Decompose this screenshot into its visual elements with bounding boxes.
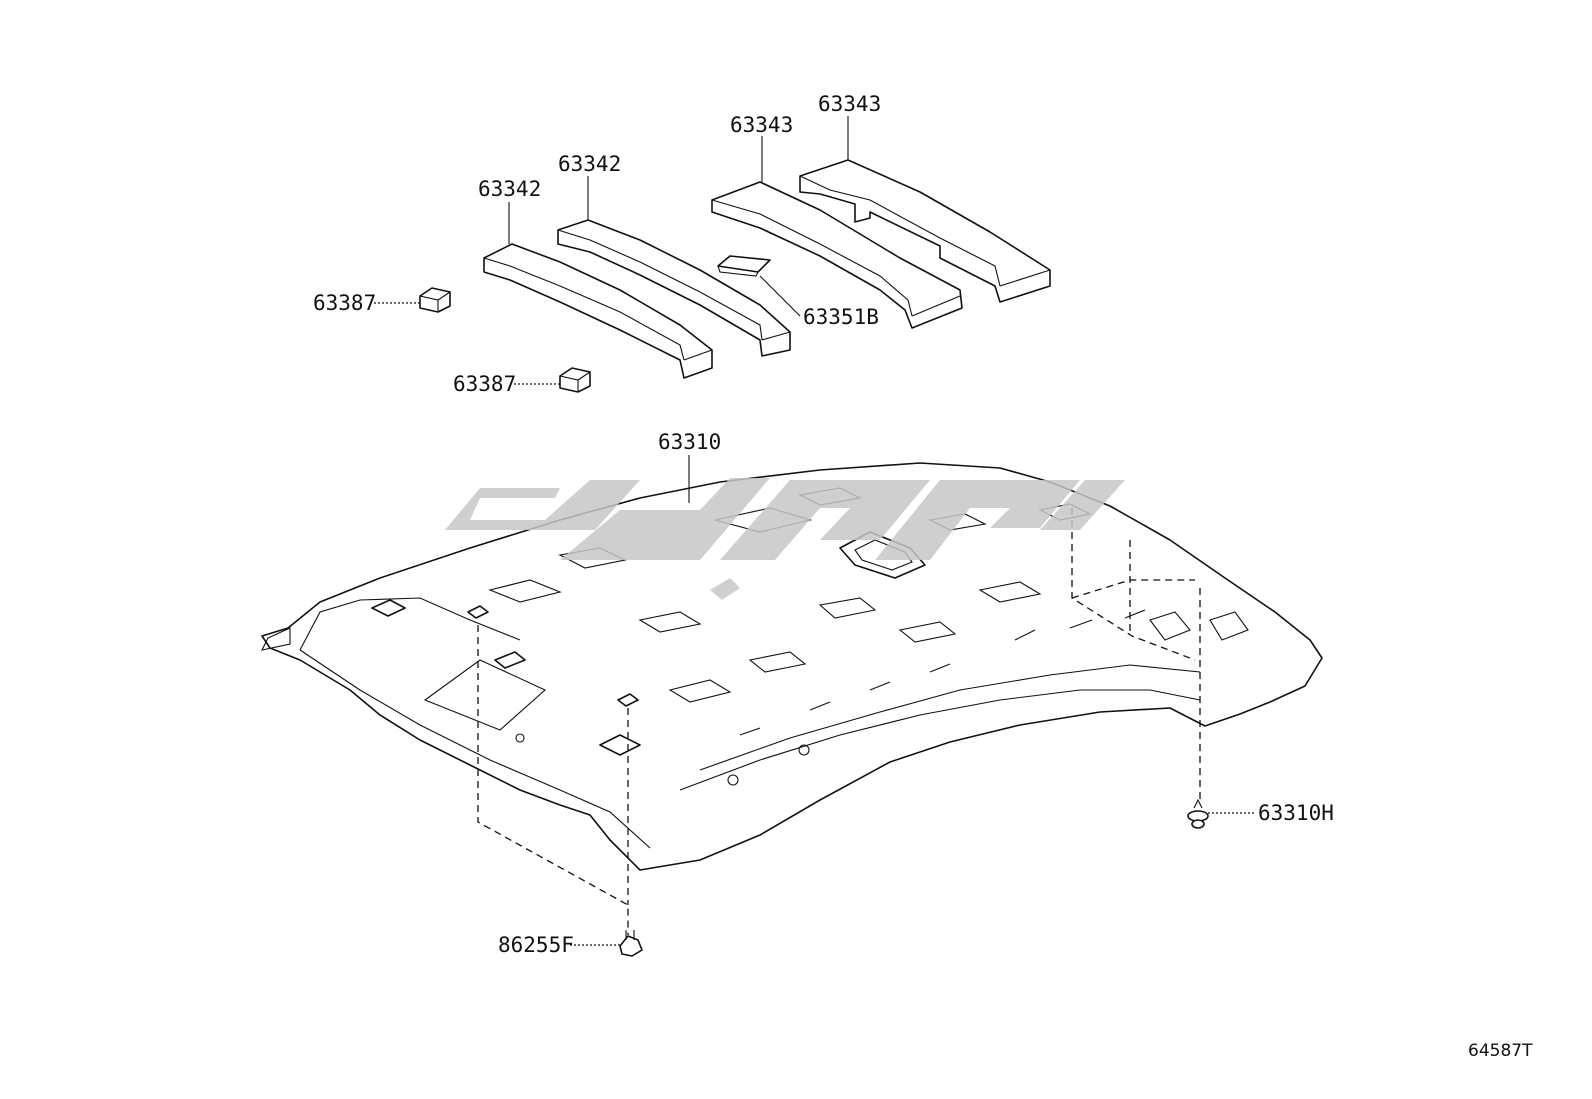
callout-63351B: 63351B xyxy=(803,305,879,329)
clip-86255F xyxy=(619,930,643,957)
pad-63343-right xyxy=(799,159,1051,303)
callout-63342-left: 63342 xyxy=(478,177,541,201)
callout-63343-left: 63343 xyxy=(730,113,793,137)
callout-86255F: 86255F xyxy=(498,933,574,957)
callout-63342-right: 63342 xyxy=(558,152,621,176)
block-63387-bottom xyxy=(559,367,591,393)
watermark-logo xyxy=(445,478,1125,600)
callout-63310: 63310 xyxy=(658,430,721,454)
pad-63342-right xyxy=(557,219,791,357)
pad-63343-left xyxy=(711,181,963,329)
callout-63310H: 63310H xyxy=(1258,801,1334,825)
block-63387-top xyxy=(419,287,451,313)
pad-63342-left xyxy=(483,243,713,379)
clip-63310H xyxy=(1187,798,1209,829)
diagram-code: 64587T xyxy=(1468,1041,1533,1061)
callout-63387-top: 63387 xyxy=(313,291,376,315)
callout-63387-bottom: 63387 xyxy=(453,372,516,396)
pad-63351B xyxy=(717,255,771,273)
callout-63343-right: 63343 xyxy=(818,92,881,116)
